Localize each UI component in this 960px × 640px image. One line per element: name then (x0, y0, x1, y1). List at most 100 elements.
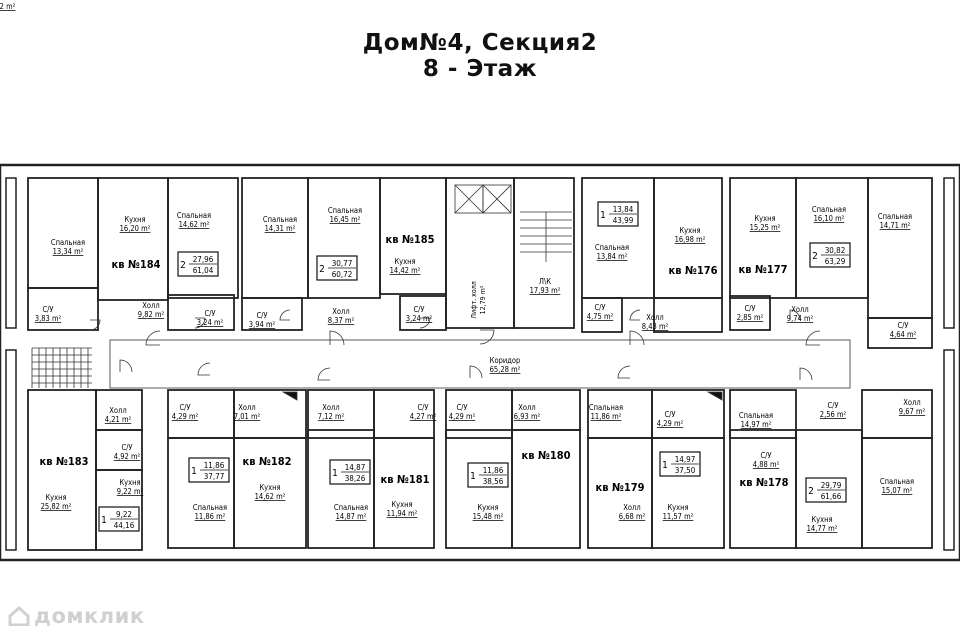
room-outline (373, 437, 435, 549)
room-area: 4,75 m² (587, 312, 614, 321)
room-area: 15,07 m² (882, 486, 913, 495)
room-name: Спальная (589, 403, 623, 412)
room-label: С/У4,27 m² (410, 403, 437, 421)
room-outline (445, 429, 513, 549)
room-count: 1 (470, 471, 476, 482)
room-name: С/У (897, 321, 908, 330)
apartment-label: кв №185 (386, 233, 435, 246)
apartment-label: кв №181 (381, 473, 430, 486)
room-area: 14,62 m² (255, 492, 286, 501)
room-name: Холл (646, 313, 663, 322)
room-name: Холл (142, 301, 159, 310)
room-area: 4,92 m² (114, 452, 141, 461)
room-name: С/У (456, 403, 467, 412)
room-area: 4,64 m² (890, 330, 917, 339)
room-area: 16,45 m² (330, 215, 361, 224)
apartment-label: кв №184 (112, 258, 161, 271)
room-outline (241, 177, 309, 299)
plan-title: Дом№4, Секция2 8 - Этаж (0, 30, 960, 82)
room-area: 4,29 m² (657, 419, 684, 428)
living-area: 11,86 (204, 461, 225, 470)
door-swing (197, 362, 211, 376)
total-area: 61,66 (821, 492, 842, 501)
room-count: 2 (808, 486, 814, 497)
room-name: Спальная (328, 206, 362, 215)
room-label: С/У2,56 m² (820, 401, 847, 419)
room-outline (867, 177, 933, 319)
room-outline (97, 177, 169, 301)
room-name: Спальная (263, 215, 297, 224)
door-swing (279, 309, 291, 321)
room-name: Кухня (394, 257, 415, 266)
room-outline (27, 389, 97, 551)
room-area: 11,57 m² (663, 512, 694, 521)
total-area: 38,26 (345, 474, 366, 483)
door-swing (145, 330, 161, 346)
room-name: Л\К (539, 277, 551, 286)
corridor-outline (109, 339, 851, 389)
room-area: 8,37 m² (328, 316, 355, 325)
room-area: 4,29 m² (449, 412, 476, 421)
room-name: С/У (413, 305, 424, 314)
door-swing (629, 309, 641, 321)
room-label: С/У2,85 m² (737, 304, 764, 322)
room-area: 2,56 m² (820, 410, 847, 419)
living-area: 27,96 (193, 255, 214, 264)
room-area: 3,24 m² (197, 318, 224, 327)
room-area: 13,34 m² (53, 247, 84, 256)
room-outline (729, 389, 797, 439)
room-label: С/У4,75 m² (587, 303, 614, 321)
room-name: Кухня (259, 483, 280, 492)
room-outline (95, 429, 143, 471)
room-name: С/У (664, 410, 675, 419)
room-name: Холл (623, 503, 640, 512)
elevator-cross (482, 184, 512, 214)
room-label: С/У4,29 m² (172, 403, 199, 421)
apartment-label: кв №182 (243, 455, 292, 468)
walls (0, 163, 960, 562)
room-name: Лифт. холл (470, 281, 478, 319)
room-name: Холл (109, 406, 126, 415)
room-area: 12,79 m² (479, 285, 487, 314)
room-name: Холл (238, 403, 255, 412)
room-name: С/У (42, 305, 53, 314)
room-outline (729, 295, 771, 331)
apartment-label: кв №183 (40, 455, 89, 468)
room-area: 9,82 m² (138, 310, 165, 319)
room-count: 1 (191, 466, 197, 477)
room-label: С/У4,64 m² (890, 321, 917, 339)
room-outline (729, 177, 797, 299)
room-name: Кухня (679, 226, 700, 235)
elevator-cross (454, 184, 484, 214)
room-outline (867, 317, 933, 349)
room-area: 11,86 m² (195, 512, 226, 521)
vent-marker (281, 391, 298, 401)
room-area: 7,01 m² (234, 412, 261, 421)
room-area: 65,28 m² (490, 365, 521, 374)
room-name: С/У (744, 304, 755, 313)
room-area: 6,93 m² (514, 412, 541, 421)
door-swing (629, 330, 645, 346)
room-area: 14,77 m² (807, 524, 838, 533)
